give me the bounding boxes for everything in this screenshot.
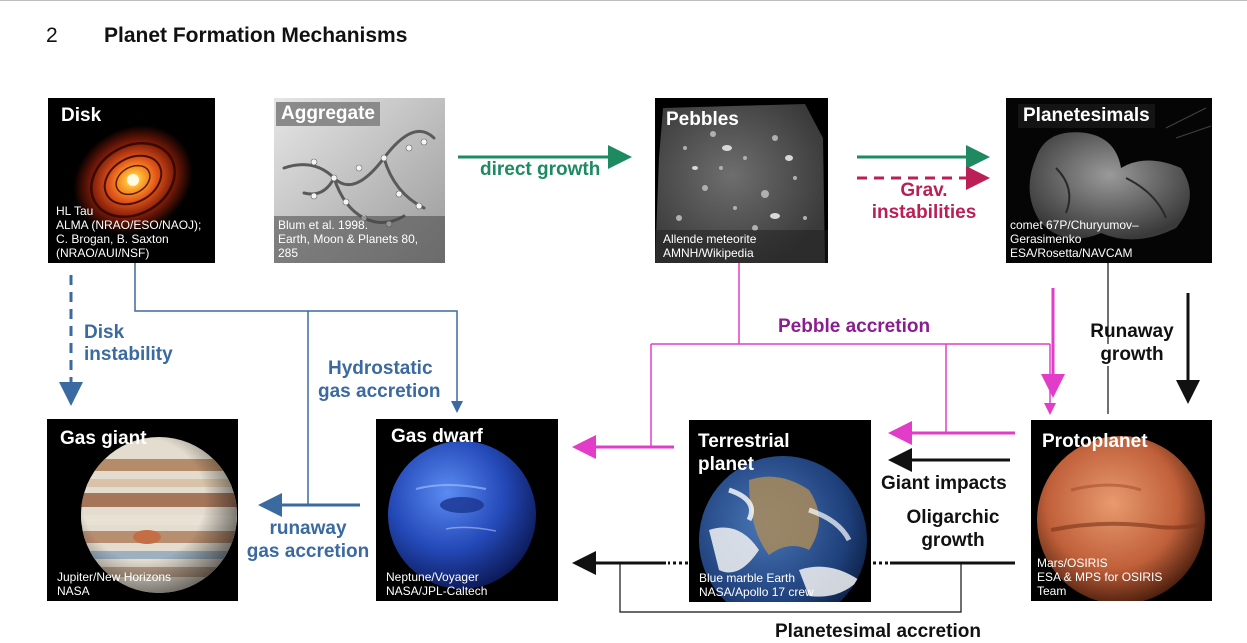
label-grav-line1: Grav. [868,180,980,202]
label-runaway-growth-line1: Runaway [1084,321,1180,343]
label-runaway-gas-line1: runaway [240,518,376,540]
label-grav-line2: instabilities [868,202,980,224]
label-direct-growth: direct growth [480,159,600,181]
label-runaway-growth-line2: growth [1094,344,1170,366]
label-pebble-accretion: Pebble accretion [778,316,930,338]
label-giant-impacts: Giant impacts [881,473,1007,495]
label-oligarchic-line1: Oligarchic [894,507,1012,529]
label-hydrostatic-line2: gas accretion [318,381,441,403]
label-disk-instability-line2: instability [84,344,173,366]
label-oligarchic-line2: growth [894,530,1012,552]
label-planetesimal-accretion: Planetesimal accretion [775,621,981,643]
line-planetesimal-accretion [620,563,961,612]
label-hydrostatic-line1: Hydrostatic [328,358,433,380]
label-disk-instability-line1: Disk [84,322,124,344]
label-runaway-gas-line2: gas accretion [240,541,376,563]
